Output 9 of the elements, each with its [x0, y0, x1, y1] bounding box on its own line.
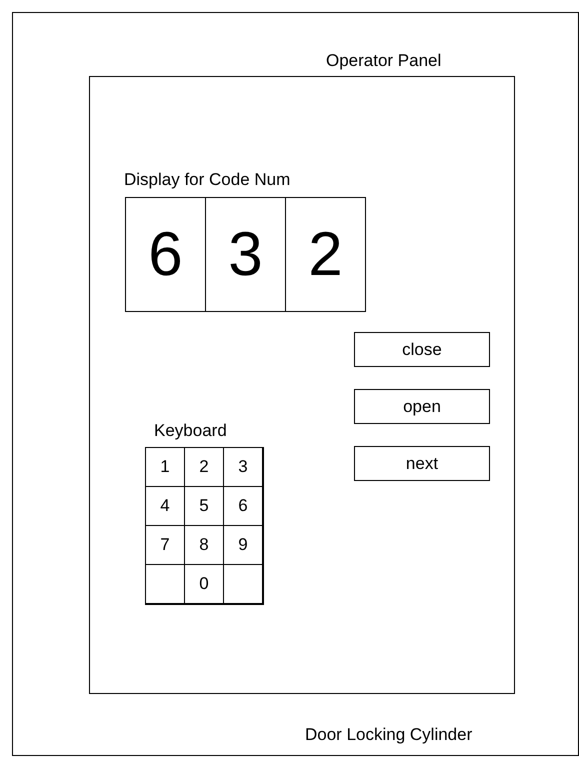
display-title: Display for Code Num: [124, 170, 290, 190]
device-label: Door Locking Cylinder: [305, 725, 472, 745]
blank-key: [223, 564, 263, 604]
panel-title: Operator Panel: [326, 51, 442, 71]
device-outline: [12, 12, 579, 756]
open-button: open: [354, 389, 490, 424]
close-button: close: [354, 332, 490, 367]
keypad-title: Keyboard: [154, 421, 227, 441]
next-button: next: [354, 446, 490, 481]
